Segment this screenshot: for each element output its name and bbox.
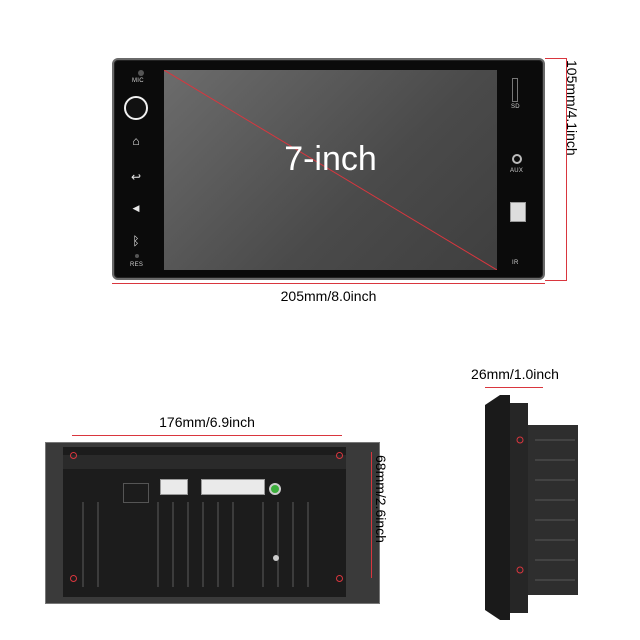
front-height-cap-bottom [545, 280, 567, 281]
screen-size-label: 7-inch [284, 140, 377, 178]
front-height-line [566, 58, 567, 280]
back-width-line [72, 435, 342, 436]
left-control-column: MIC ⌂ ↩ ◀ ᛒ RES [124, 70, 158, 270]
mic-label: MIC [132, 78, 144, 84]
screw-hole-icon [70, 575, 77, 582]
aux-port-icon[interactable] [512, 154, 522, 164]
connector-b-icon [201, 479, 265, 495]
connector-socket-icon [123, 483, 149, 503]
front-width-label: 205mm/8.0inch [280, 288, 377, 304]
aux-label: AUX [510, 168, 524, 174]
screen-diagonal [164, 70, 497, 270]
power-knob-icon[interactable] [124, 96, 148, 120]
front-height-label: 105mm/4.1inch [564, 60, 580, 156]
screw-hole-icon [336, 575, 343, 582]
ir-label: IR [512, 260, 519, 266]
antenna-jack-icon [273, 555, 279, 561]
front-width-line [112, 283, 545, 284]
navigation-icon[interactable]: ◀ [132, 203, 140, 213]
back-width-label: 176mm/6.9inch [159, 414, 255, 430]
depth-line [485, 387, 543, 388]
back-height-label: 68mm/2.6inch [373, 455, 389, 543]
screw-hole-icon [336, 452, 343, 459]
rear-heatsink-fins [63, 455, 346, 587]
res-label: RES [130, 262, 144, 268]
mic-hole-icon [138, 70, 144, 76]
ground-terminal-icon [269, 483, 281, 495]
front-height-cap-top [545, 58, 567, 59]
screw-hole-icon [70, 452, 77, 459]
bluetooth-icon[interactable]: ᛒ [132, 234, 140, 248]
usb-port-icon[interactable] [510, 202, 526, 222]
home-icon[interactable]: ⌂ [132, 134, 140, 148]
rear-chassis [63, 447, 346, 597]
reset-hole-icon[interactable] [135, 254, 139, 258]
depth-label: 26mm/1.0inch [471, 366, 559, 382]
back-icon[interactable]: ↩ [130, 170, 142, 184]
connector-a-icon [160, 479, 188, 495]
back-height-line [371, 452, 372, 578]
right-control-column: SD AUX IR [502, 70, 536, 270]
sd-slot-icon[interactable] [512, 78, 518, 102]
display-screen: 7-inch [164, 70, 497, 270]
sd-label: SD [511, 104, 520, 110]
side-profile [485, 395, 578, 620]
